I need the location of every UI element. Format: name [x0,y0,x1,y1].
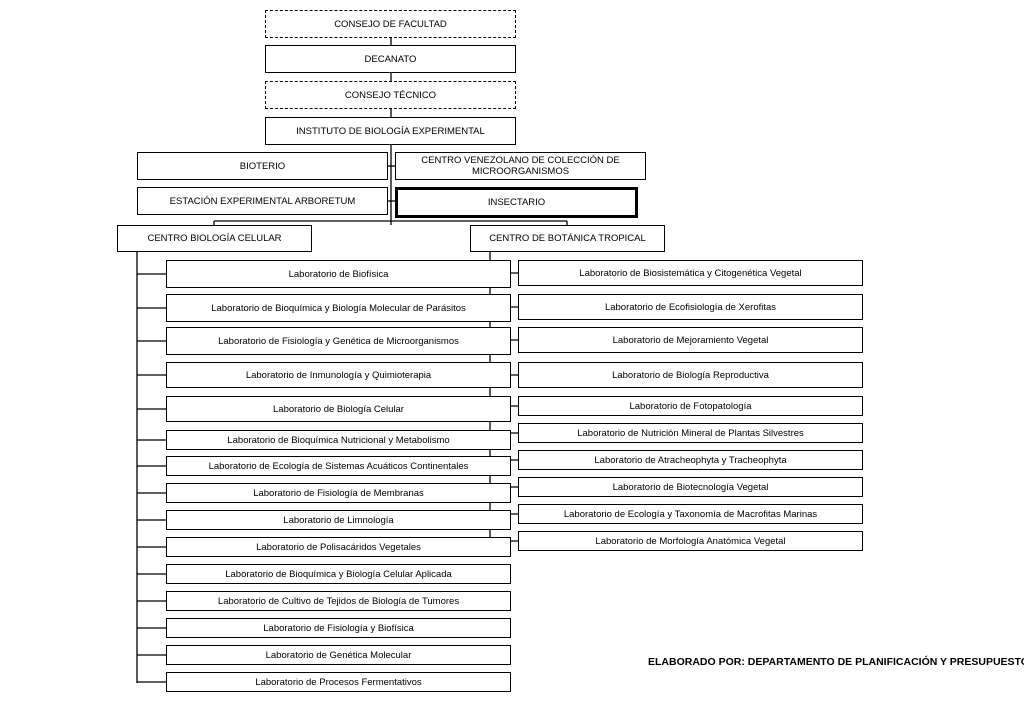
right-lab-box: Laboratorio de Biosistemática y Citogené… [518,260,863,286]
left-lab-box: Laboratorio de Bioquímica Nutricional y … [166,430,511,450]
left-lab-box: Laboratorio de Biología Celular [166,396,511,422]
left-lab-box: Laboratorio de Genética Molecular [166,645,511,665]
left-lab-box: Laboratorio de Cultivo de Tejidos de Bio… [166,591,511,611]
left-lab-box: Laboratorio de Inmunología y Quimioterap… [166,362,511,388]
right-lab-box: Laboratorio de Nutrición Mineral de Plan… [518,423,863,443]
credit-text: ELABORADO POR: DEPARTAMENTO DE PLANIFICA… [648,656,1024,668]
consejo-tecnico-box: CONSEJO TÉCNICO [265,81,516,109]
left-lab-box: Laboratorio de Fisiología y Biofísica [166,618,511,638]
right-lab-box: Laboratorio de Biología Reproductiva [518,362,863,388]
bioterio-box: BIOTERIO [137,152,388,180]
right-lab-box: Laboratorio de Ecología y Taxonomía de M… [518,504,863,524]
insectario-box: INSECTARIO [395,187,638,218]
centro-biologia-celular-box: CENTRO BIOLOGÍA CELULAR [117,225,312,252]
centro-botanica-tropical-box: CENTRO DE BOTÁNICA TROPICAL [470,225,665,252]
left-lab-box: Laboratorio de Bioquímica y Biología Mol… [166,294,511,322]
right-lab-box: Laboratorio de Biotecnología Vegetal [518,477,863,497]
left-lab-box: Laboratorio de Ecología de Sistemas Acuá… [166,456,511,476]
left-lab-box: Laboratorio de Limnología [166,510,511,530]
left-lab-box: Laboratorio de Biofísica [166,260,511,288]
left-lab-box: Laboratorio de Bioquímica y Biología Cel… [166,564,511,584]
estacion-arboretum-box: ESTACIÓN EXPERIMENTAL ARBORETUM [137,187,388,215]
left-lab-box: Laboratorio de Fisiología y Genética de … [166,327,511,355]
left-lab-box: Laboratorio de Procesos Fermentativos [166,672,511,692]
right-lab-box: Laboratorio de Morfología Anatómica Vege… [518,531,863,551]
left-lab-box: Laboratorio de Polisacáridos Vegetales [166,537,511,557]
right-lab-box: Laboratorio de Fotopatología [518,396,863,416]
left-lab-box: Laboratorio de Fisiología de Membranas [166,483,511,503]
right-lab-box: Laboratorio de Ecofisiología de Xerofita… [518,294,863,320]
decanato-box: DECANATO [265,45,516,73]
right-lab-box: Laboratorio de Atracheophyta y Tracheoph… [518,450,863,470]
instituto-box: INSTITUTO DE BIOLOGÍA EXPERIMENTAL [265,117,516,145]
right-lab-box: Laboratorio de Mejoramiento Vegetal [518,327,863,353]
consejo-facultad-box: CONSEJO DE FACULTAD [265,10,516,38]
centro-venezolano-box: CENTRO VENEZOLANO DE COLECCIÓN DE MICROO… [395,152,646,180]
